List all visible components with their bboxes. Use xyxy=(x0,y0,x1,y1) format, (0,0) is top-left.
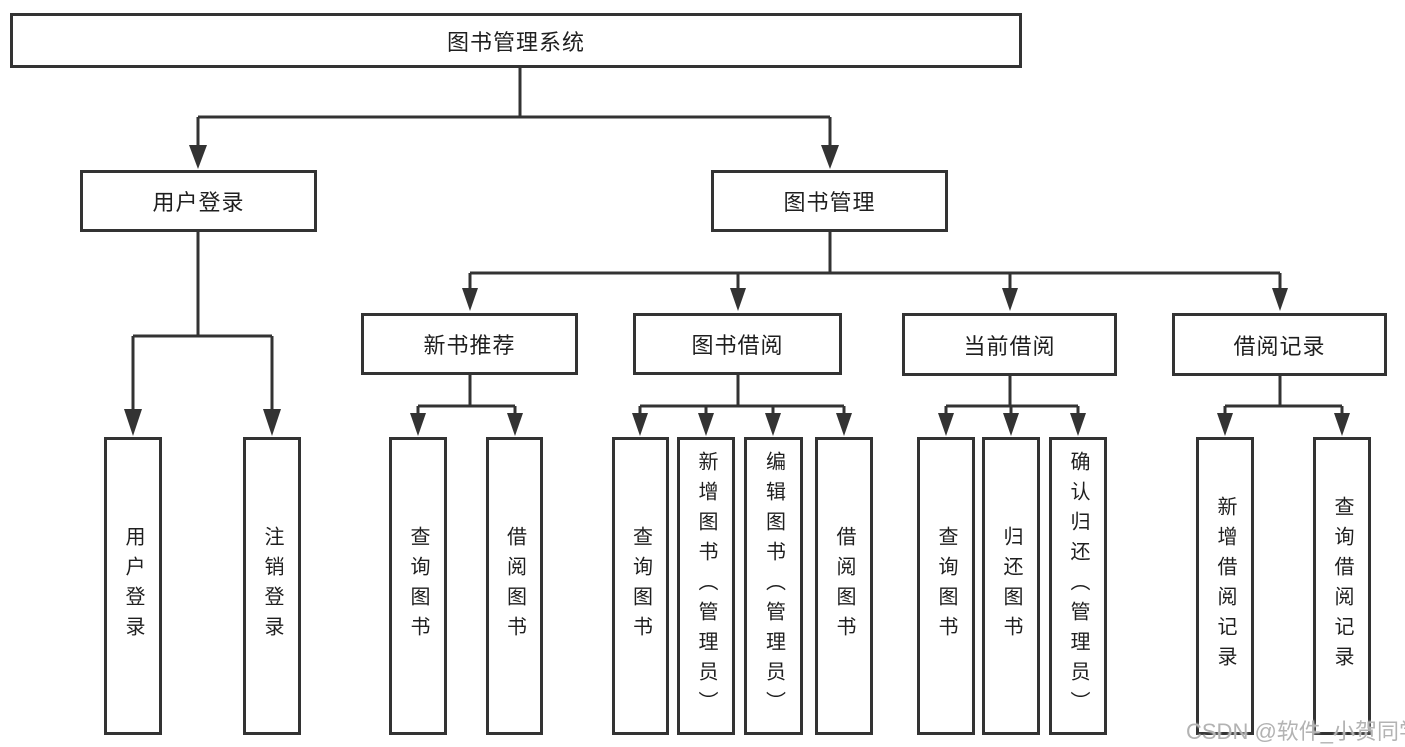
leaf-records-query-record-label: 查询借阅记录 xyxy=(1331,496,1353,676)
node-borrow-records: 借阅记录 xyxy=(1172,313,1387,376)
leaf-current-query-books: 查询图书 xyxy=(917,437,975,735)
node-book-borrow: 图书借阅 xyxy=(633,313,842,375)
node-borrow-records-label: 借阅记录 xyxy=(1233,333,1326,359)
leaf-logout-label: 注销登录 xyxy=(261,526,283,646)
leaf-current-confirm-return-admin: 确认归还（管理员） xyxy=(1049,437,1107,735)
leaf-borrow-add-books-admin-label: 新增图书（管理员） xyxy=(695,451,717,721)
leaf-borrow-add-books-admin: 新增图书（管理员） xyxy=(677,437,735,735)
connector-book-borrow xyxy=(638,375,846,414)
leaf-newbook-query-books: 查询图书 xyxy=(389,437,447,735)
leaf-user-login-label: 用户登录 xyxy=(122,526,144,646)
leaf-records-add-record-label: 新增借阅记录 xyxy=(1214,496,1236,676)
leaf-borrow-borrow-books-label: 借阅图书 xyxy=(833,526,855,646)
leaf-current-return-books: 归还图书 xyxy=(982,437,1040,735)
connector-root xyxy=(196,68,832,146)
node-new-book-recommend-label: 新书推荐 xyxy=(423,333,516,358)
leaf-borrow-query-books: 查询图书 xyxy=(612,437,669,735)
connector-new-book xyxy=(416,375,517,414)
connector-borrow-records xyxy=(1223,375,1344,414)
leaf-records-add-record: 新增借阅记录 xyxy=(1196,437,1254,735)
leaf-borrow-borrow-books: 借阅图书 xyxy=(815,437,873,735)
node-user-login-label: 用户登录 xyxy=(152,190,245,215)
arrowheads xyxy=(124,145,1350,436)
node-current-borrow: 当前借阅 xyxy=(902,313,1117,376)
watermark-text: CSDN @软件_小贺同学 xyxy=(1186,719,1405,744)
leaf-borrow-query-books-label: 查询图书 xyxy=(629,526,652,646)
leaf-logout: 注销登录 xyxy=(243,437,301,735)
leaf-newbook-query-books-label: 查询图书 xyxy=(407,526,429,646)
leaf-user-login: 用户登录 xyxy=(104,437,162,735)
connector-user-login xyxy=(131,232,274,410)
node-root: 图书管理系统 xyxy=(10,13,1022,68)
connector-current-borrow xyxy=(944,375,1080,414)
leaf-borrow-edit-books-admin-label: 编辑图书（管理员） xyxy=(762,451,785,721)
leaf-current-confirm-return-admin-label: 确认归还（管理员） xyxy=(1067,451,1089,721)
leaf-newbook-borrow-books-label: 借阅图书 xyxy=(503,526,526,646)
leaf-current-query-books-label: 查询图书 xyxy=(935,526,957,646)
node-new-book-recommend: 新书推荐 xyxy=(361,313,578,375)
leaf-current-return-books-label: 归还图书 xyxy=(1000,526,1022,646)
leaf-records-query-record: 查询借阅记录 xyxy=(1313,437,1371,735)
node-book-management: 图书管理 xyxy=(711,170,948,232)
node-book-management-label: 图书管理 xyxy=(783,190,876,215)
node-user-login: 用户登录 xyxy=(80,170,317,232)
leaf-newbook-borrow-books: 借阅图书 xyxy=(486,437,543,735)
leaf-borrow-edit-books-admin: 编辑图书（管理员） xyxy=(744,437,803,735)
node-book-borrow-label: 图书借阅 xyxy=(691,333,784,358)
node-root-label: 图书管理系统 xyxy=(446,29,585,55)
connector-book-management xyxy=(468,232,1282,289)
node-current-borrow-label: 当前借阅 xyxy=(963,333,1056,359)
